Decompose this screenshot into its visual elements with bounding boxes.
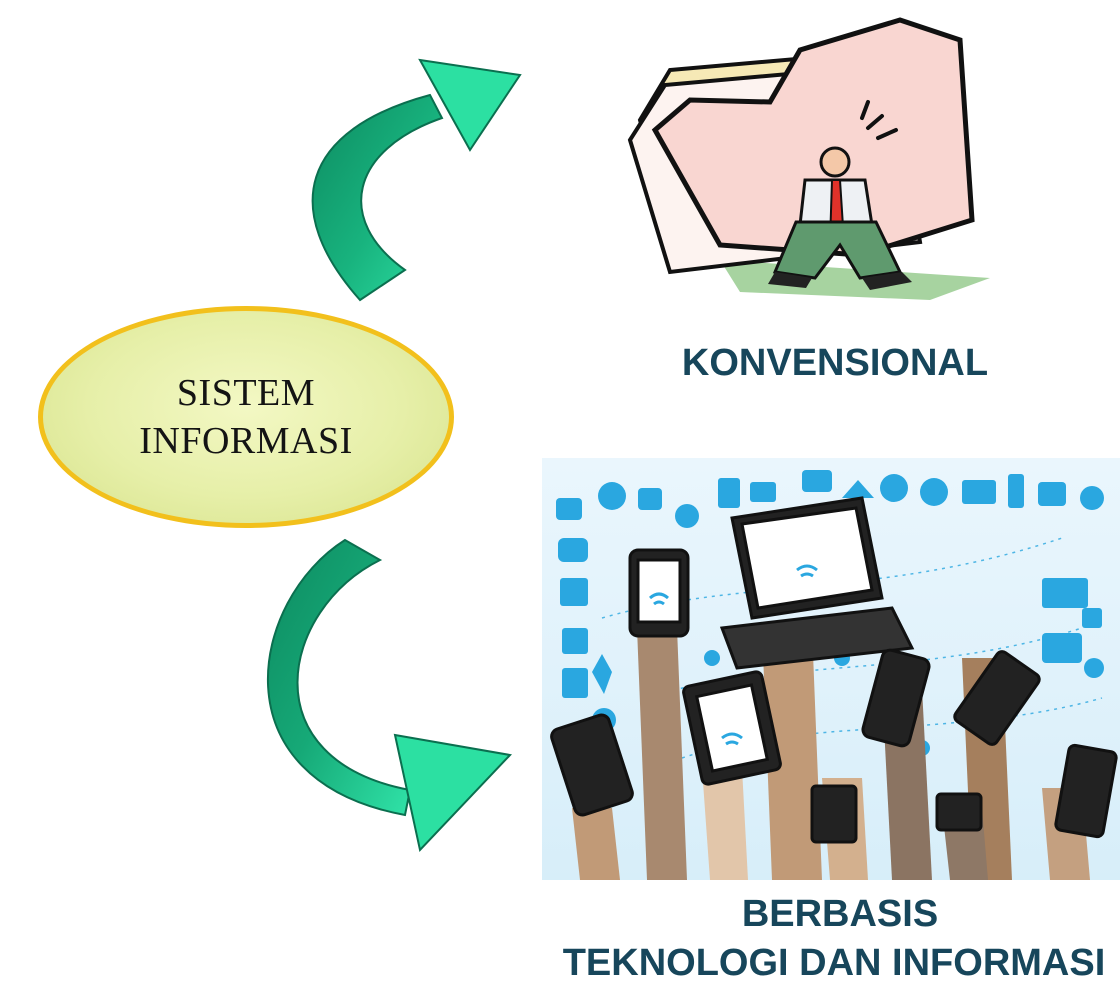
arrow-to-teknologi <box>266 538 513 853</box>
branch-label-konvensional: KONVENSIONAL <box>681 342 989 384</box>
branch-label-teknologi-dan-informasi: TEKNOLOGI DAN INFORMASI <box>562 942 1106 984</box>
hands-devices-icons-collage <box>542 458 1120 880</box>
paperwork-folder-person-icon <box>600 10 1000 300</box>
arrow-to-konvensional <box>311 58 522 302</box>
branch-label-berbasis: BERBASIS <box>741 893 939 935</box>
center-node-line1: SISTEM <box>176 372 316 414</box>
center-node-sistem-informasi: SISTEM INFORMASI <box>38 306 454 528</box>
center-node-line2: INFORMASI <box>139 420 353 462</box>
